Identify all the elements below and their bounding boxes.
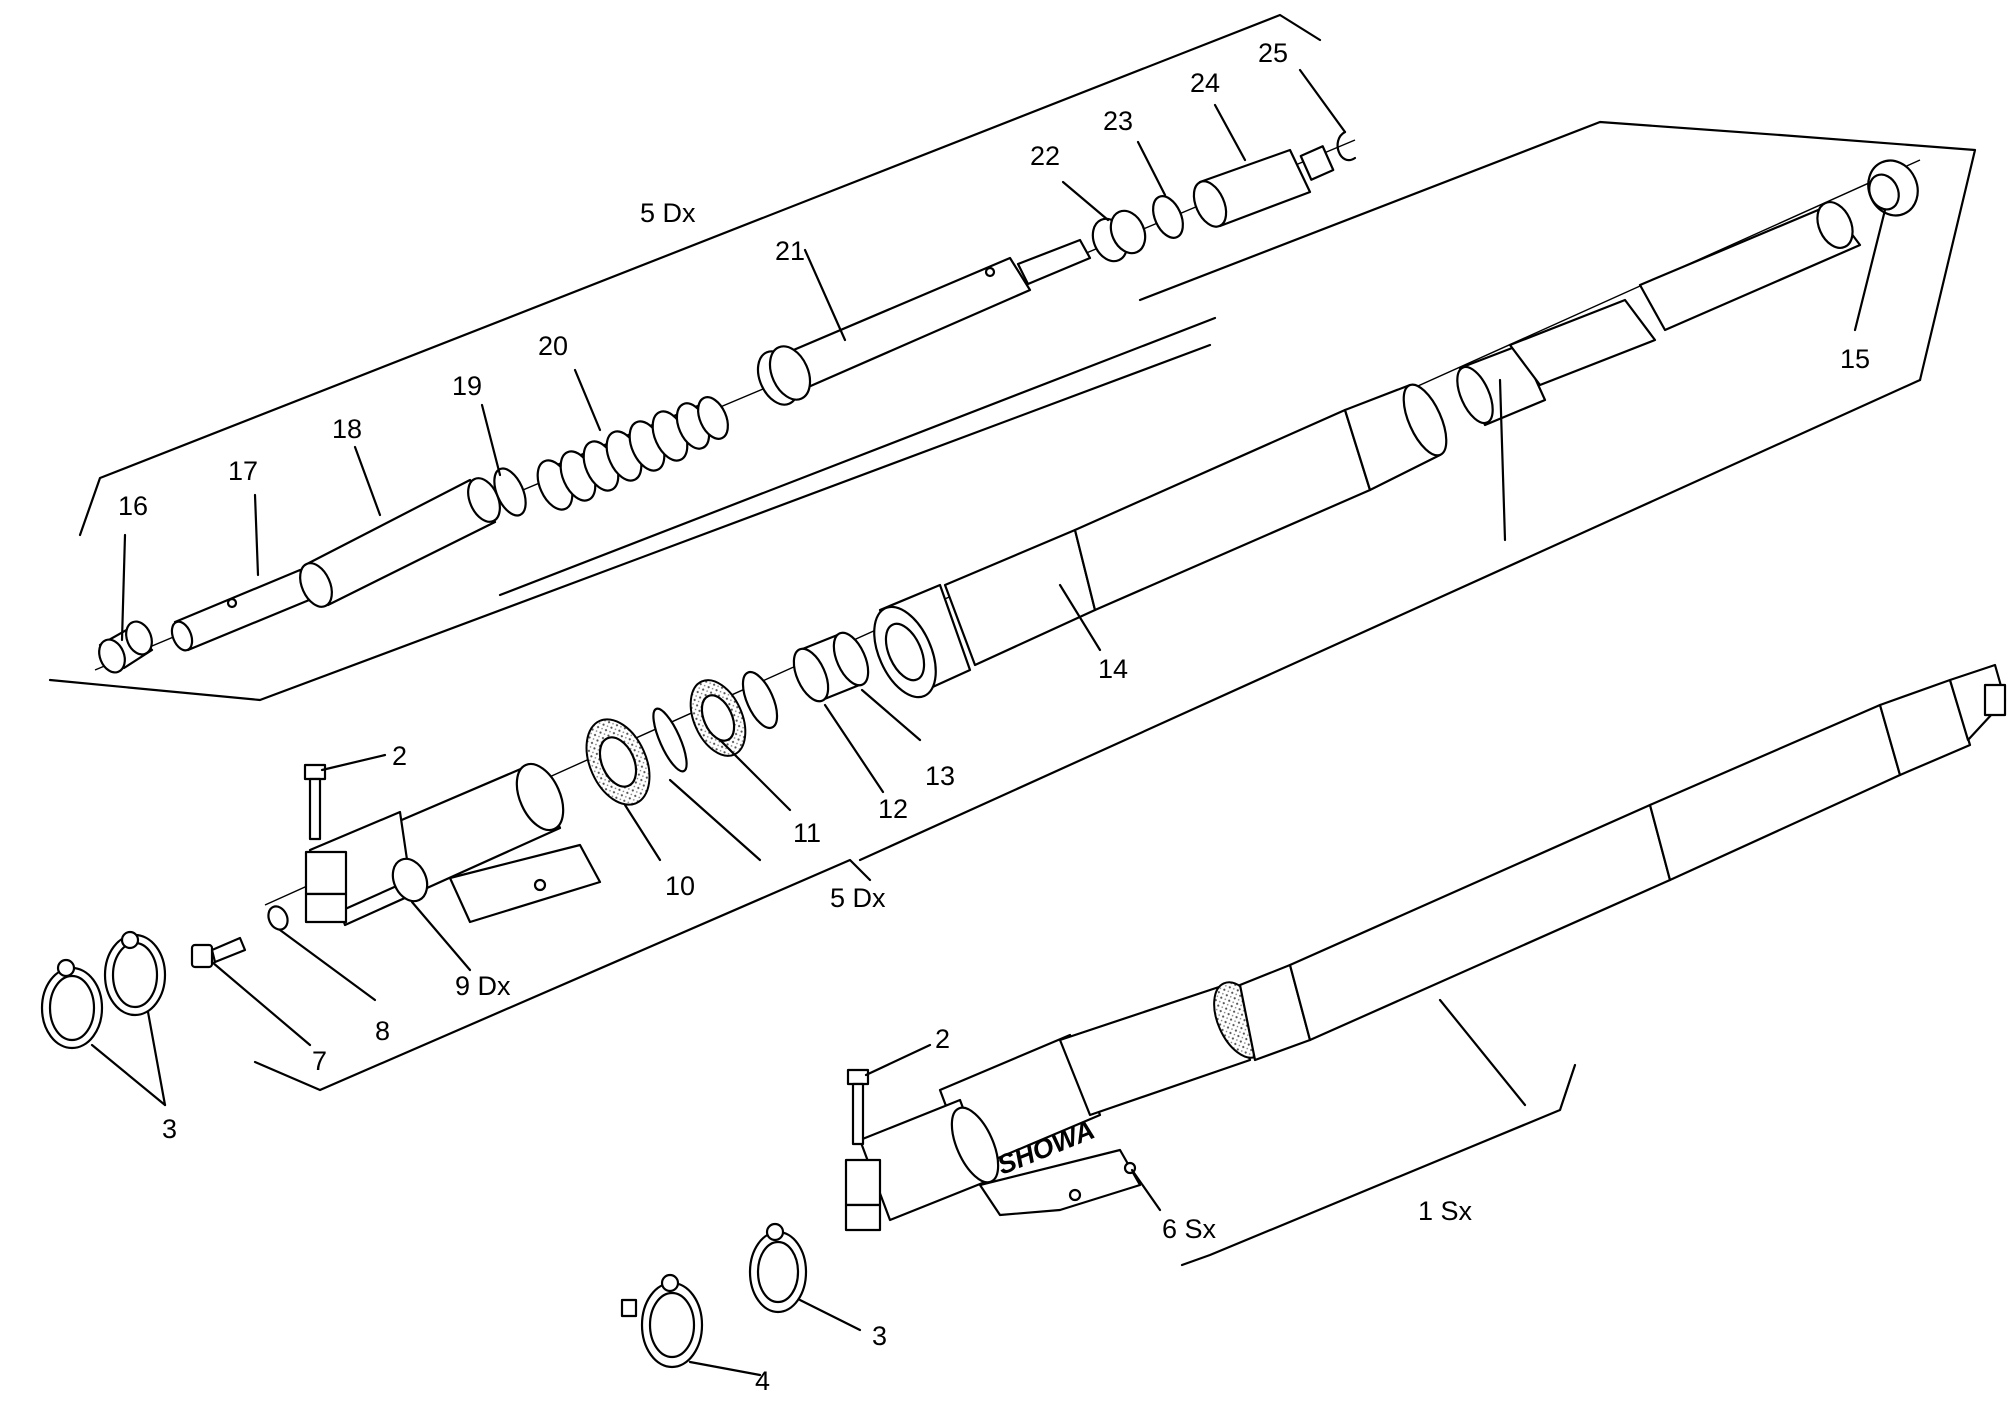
label-25: 25 [1258, 38, 1288, 68]
label-13: 13 [925, 761, 955, 791]
right-inner-tube [1508, 201, 1862, 387]
part-14-outer-tube [873, 343, 1547, 699]
label-19: 19 [452, 371, 482, 401]
label-2-upper: 2 [392, 741, 407, 771]
part-15-ring [1867, 159, 1919, 217]
circlip [652, 707, 688, 773]
part-8-washer [267, 905, 289, 931]
label-4: 4 [755, 1366, 770, 1396]
part-12-washer [741, 670, 779, 730]
label-5dx-upper: 5 Dx [640, 198, 696, 228]
left-leg-assembly [620, 663, 2007, 1369]
label-15: 15 [1840, 344, 1870, 374]
label-1sx: 1 Sx [1418, 1196, 1473, 1226]
middle-bracket-5dx [253, 120, 1977, 1092]
label-8: 8 [375, 1016, 390, 1046]
part-19-washer [493, 467, 527, 517]
label-20: 20 [538, 331, 568, 361]
label-5dx-middle: 5 Dx [830, 883, 886, 913]
label-10: 10 [665, 871, 695, 901]
part-23-ring [1152, 195, 1184, 239]
label-22: 22 [1030, 141, 1060, 171]
part-25-clip [1336, 130, 1357, 162]
part-24-cap [1192, 145, 1335, 228]
label-21: 21 [775, 236, 805, 266]
label-11: 11 [793, 818, 821, 848]
part-16-bushing [98, 620, 154, 674]
label-6sx: 6 Sx [1162, 1214, 1217, 1244]
label-3-lower: 3 [872, 1321, 887, 1351]
upper-bracket-5dx [48, 13, 1322, 702]
callout-labels: 16 17 18 19 20 5 Dx 21 22 23 24 25 15 14… [118, 38, 1870, 1396]
part-17-rod [170, 568, 316, 652]
lower-bracket-1sx [1180, 1063, 1577, 1267]
part-20-spring [536, 396, 729, 511]
part-7-screw [190, 936, 247, 969]
label-17: 17 [228, 456, 258, 486]
label-7: 7 [312, 1046, 327, 1076]
label-9dx: 9 Dx [455, 971, 511, 1001]
label-16: 16 [118, 491, 148, 521]
part-21-cartridge [756, 238, 1092, 406]
part-13-guide-bush [792, 631, 870, 703]
label-23: 23 [1103, 106, 1133, 136]
part-9-slider-bottom [304, 762, 602, 927]
label-12: 12 [878, 794, 908, 824]
part-18-tube [299, 477, 501, 608]
part-2-bolt-upper [303, 763, 327, 841]
clamps-left [40, 930, 167, 1050]
label-18: 18 [332, 414, 362, 444]
cartridge-assembly [94, 130, 1357, 674]
leader-lines [90, 68, 1887, 1377]
right-leg-assembly [190, 159, 1921, 969]
label-24: 24 [1190, 68, 1220, 98]
label-2-lower: 2 [935, 1024, 950, 1054]
part-10-dust-seal [585, 718, 651, 806]
part-22-seal [1091, 209, 1147, 263]
label-14: 14 [1098, 654, 1128, 684]
label-3-left: 3 [162, 1114, 177, 1144]
